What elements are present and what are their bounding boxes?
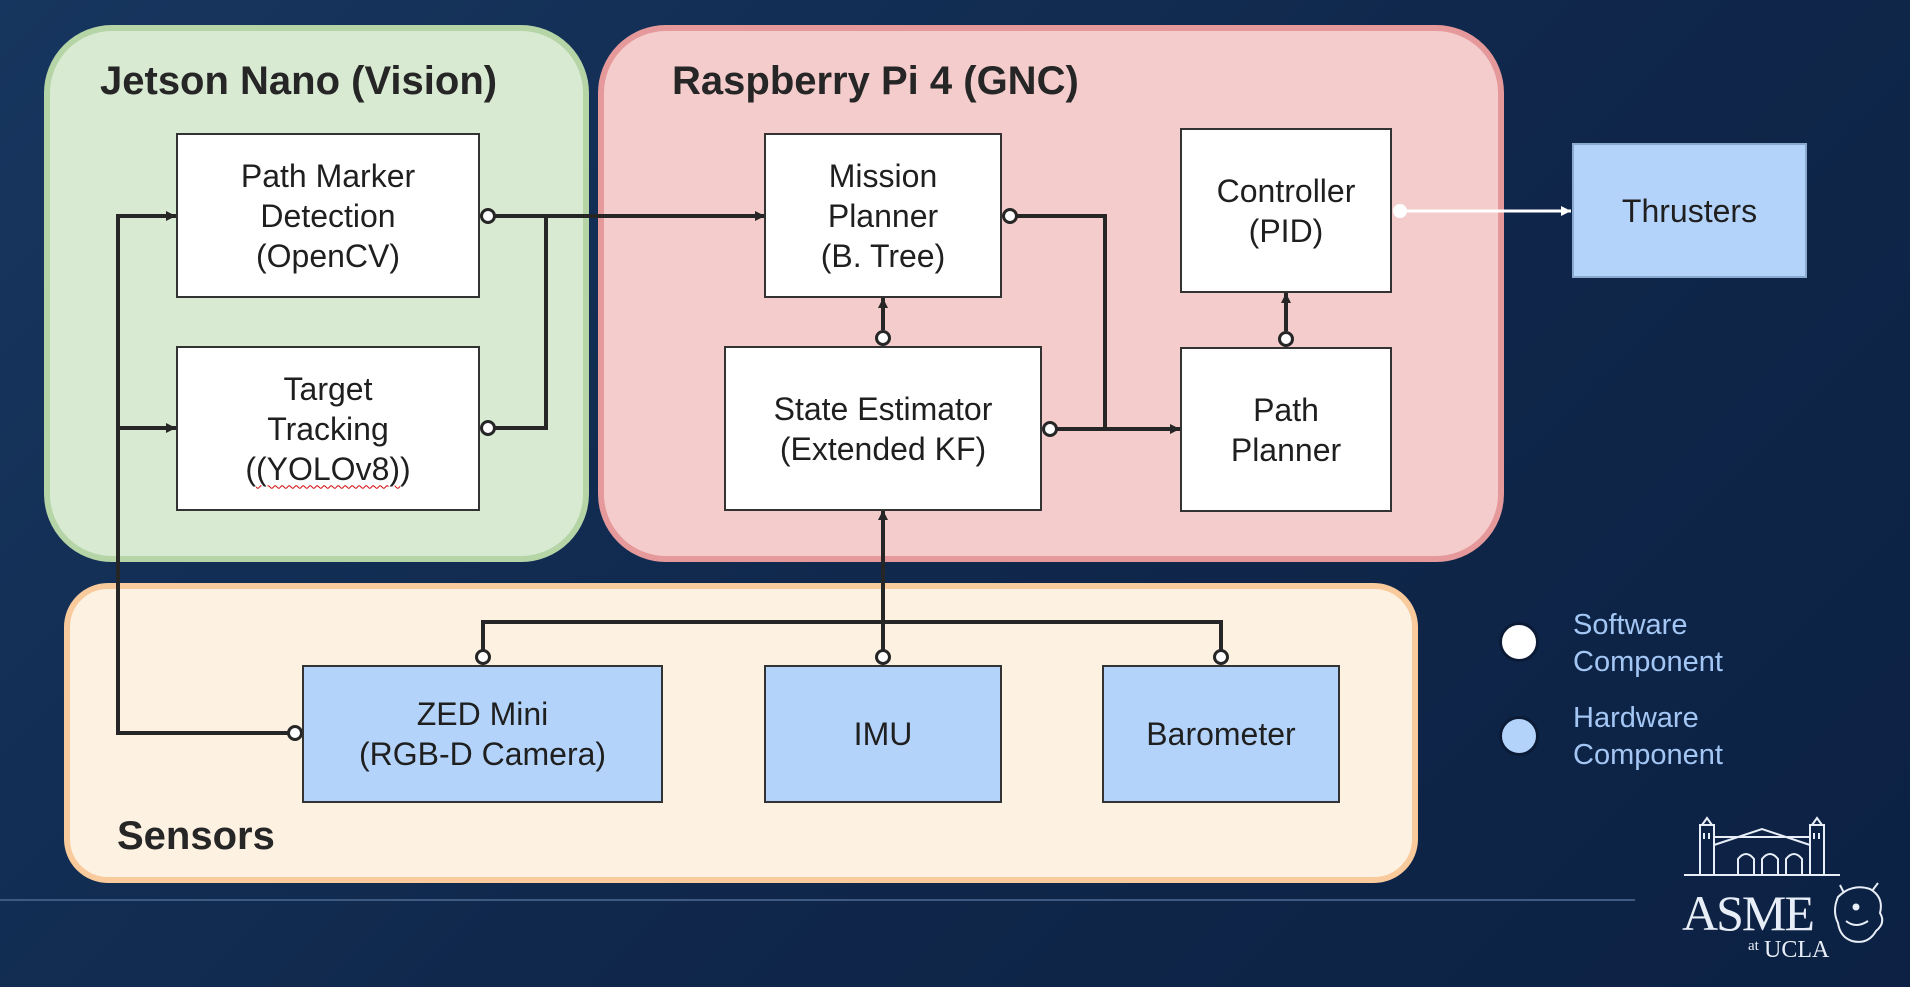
edge-zed-to-vision [116, 211, 289, 735]
port-state-estimator-out [1042, 421, 1058, 437]
node-label-line: Thrusters [1621, 192, 1758, 229]
node-label-line: Planner [1230, 431, 1342, 468]
node-label-line: Tracking [267, 410, 389, 447]
node-label-line: ZED Mini [416, 696, 549, 732]
legend-label-line: Component [1573, 739, 1723, 771]
legend-label-line: Software [1573, 609, 1688, 641]
legend-software-swatch [1499, 622, 1539, 662]
spellcheck-underlined-word: (YOLOv8) [255, 450, 401, 487]
legend-hardware-swatch [1499, 716, 1539, 756]
node-label-line: (Extended KF) [779, 430, 987, 467]
node-label-line: Target [283, 370, 373, 407]
node-label-line: Planner [827, 197, 939, 234]
logo-asme-text: ASME [1682, 885, 1813, 941]
node-label-line: Detection [260, 197, 396, 234]
asme-ucla-logo: ASME at UCLA [1682, 816, 1884, 963]
port-path-marker-out [480, 208, 496, 224]
node-state-estimator: State Estimator (Extended KF) [724, 346, 1042, 511]
node-label-line: State Estimator [773, 390, 993, 427]
node-path-planner: Path Planner [1180, 347, 1392, 512]
node-label-line: Controller [1216, 172, 1356, 209]
node-zed-mini: ZED Mini (RGB-D Camera) [302, 665, 663, 803]
node-label-line: Path Marker [240, 157, 416, 194]
node-label-line: (PID) [1248, 212, 1324, 249]
node-label-line: ((YOLOv8)) [245, 450, 411, 487]
edge-mission-planner-to-path-planner [1016, 214, 1107, 429]
node-label-line: (OpenCV) [255, 237, 401, 274]
jetson-nano-title: Jetson Nano (Vision) [100, 59, 498, 103]
node-mission-planner: Mission Planner (B. Tree) [764, 133, 1002, 298]
port-zed-left [287, 725, 303, 741]
edge-target-tracking-to-mission-planner [494, 216, 548, 430]
legend-label-line: Component [1573, 646, 1723, 678]
sensors-title: Sensors [117, 814, 275, 858]
legend-label-line: Hardware [1573, 702, 1699, 734]
node-thrusters: Thrusters [1572, 143, 1807, 278]
node-label-line: (RGB-D Camera) [358, 736, 607, 772]
port-controller-out [1393, 204, 1407, 218]
node-barometer: Barometer [1102, 665, 1340, 803]
node-imu: IMU [764, 665, 1002, 803]
port-target-tracking-out [480, 420, 496, 436]
port-imu-top [875, 649, 891, 665]
node-label-line: Mission [828, 157, 938, 194]
port-path-planner-up [1278, 331, 1294, 347]
logo-at-text: at [1748, 938, 1760, 954]
port-zed-top [475, 649, 491, 665]
port-barometer-top [1213, 649, 1229, 665]
node-path-marker-detection: Path Marker Detection (OpenCV) [176, 133, 480, 298]
node-target-tracking: Target Tracking ((YOLOv8)) [176, 346, 480, 511]
raspberry-pi-title: Raspberry Pi 4 (GNC) [672, 59, 1079, 103]
node-label-line: IMU [853, 716, 913, 752]
node-label-line: Barometer [1146, 716, 1296, 752]
legend-software-label: Software Component [1573, 607, 1723, 681]
edge-sensor-bus [481, 620, 1223, 650]
port-mission-planner-out [1002, 208, 1018, 224]
node-controller: Controller (PID) [1180, 128, 1392, 293]
bear-icon [1834, 882, 1884, 943]
logo-ucla-text: UCLA [1764, 937, 1830, 963]
node-label-line: (B. Tree) [820, 237, 946, 274]
footer-divider [0, 899, 1635, 901]
legend-hardware-label: Hardware Component [1573, 700, 1723, 774]
port-state-estimator-up [875, 330, 891, 346]
node-label-line: Path [1253, 391, 1319, 428]
